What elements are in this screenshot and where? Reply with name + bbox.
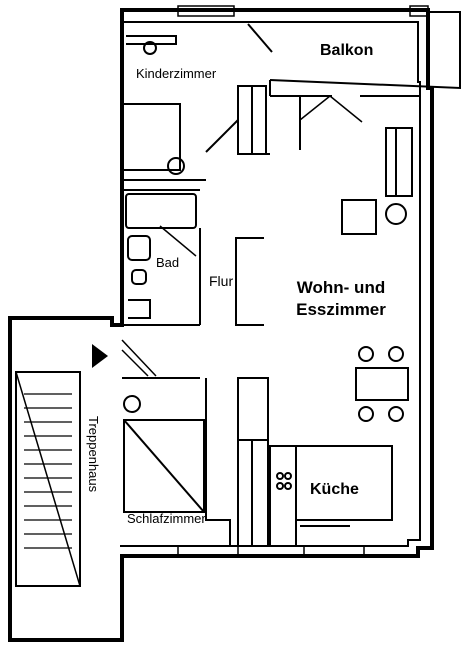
room-label-flur: Flur — [209, 273, 234, 289]
room-label-treppenhaus: Treppenhaus — [86, 416, 101, 493]
dining-table — [355, 367, 409, 401]
sideboard — [385, 127, 413, 197]
room-label-kinderzimmer: Kinderzimmer — [136, 66, 217, 81]
entrance-arrow — [92, 344, 108, 368]
room-label-wohn-line1: Wohn- und — [296, 278, 386, 297]
room-label-kueche: Küche — [310, 481, 359, 498]
kitchen-counter — [269, 445, 297, 547]
balcony-outline — [269, 11, 461, 90]
room-label-wohn-line2: Esszimmer — [296, 300, 386, 319]
outer-wall — [8, 8, 434, 642]
flur-bracket — [235, 237, 264, 326]
room-label-balkon: Balkon — [320, 42, 374, 59]
staircase — [15, 371, 81, 587]
bed — [123, 419, 205, 513]
outer-wall-inner — [120, 21, 421, 547]
room-label-bad: Bad — [156, 255, 180, 270]
window-top-left — [177, 5, 235, 17]
window-top-right — [409, 5, 429, 17]
room-label-schlafzimmer: Schlafzimmer — [127, 511, 206, 526]
bathtub — [125, 193, 197, 229]
armchair — [341, 199, 377, 235]
